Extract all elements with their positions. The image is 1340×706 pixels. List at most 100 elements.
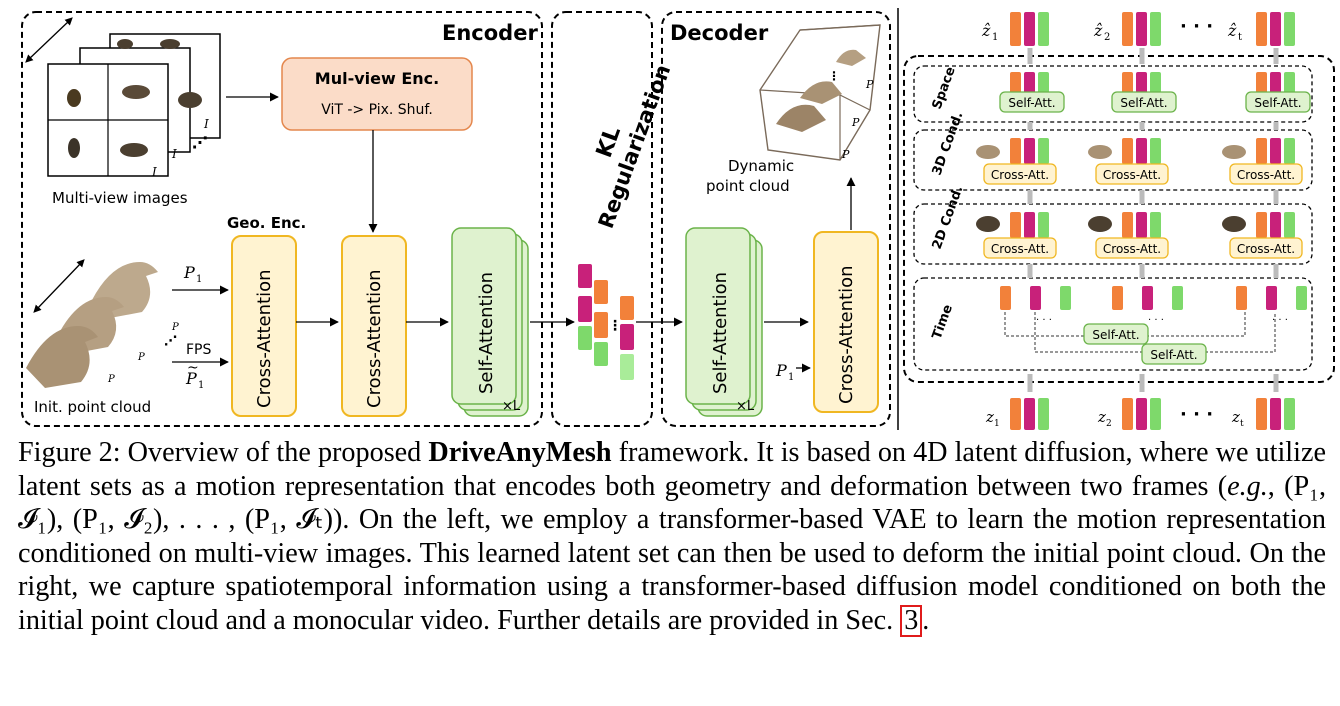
z-2-token <box>1136 398 1147 430</box>
self-att-box <box>1245 91 1311 113</box>
time-token <box>1000 286 1011 310</box>
self-att-label: Self-Att. <box>1120 96 1167 110</box>
z-dots: · · · <box>1180 404 1213 425</box>
dynamic-pc-label-2: point cloud <box>706 177 790 195</box>
enc-self-attention-stack: Self-Attention ×L <box>451 227 529 417</box>
z-2-token <box>1122 398 1133 430</box>
p1-label: P <box>183 263 195 282</box>
time-token <box>1030 286 1041 310</box>
svg-text:⋰: ⋰ <box>164 334 177 349</box>
space-token <box>1284 72 1295 94</box>
space-token <box>1150 72 1161 94</box>
svg-text:~: ~ <box>187 360 199 376</box>
self-att-box <box>1111 91 1177 113</box>
cross-att-box <box>983 237 1057 259</box>
figure-label: Figure 2: <box>18 437 121 468</box>
pc-thumbnail <box>1088 145 1112 159</box>
cond3d-token <box>1284 138 1295 164</box>
svg-text:⋮: ⋮ <box>608 318 622 334</box>
multiview-label: Multi-view images <box>52 189 188 207</box>
zhat-t-token <box>1270 12 1281 46</box>
zhat-t-token <box>1256 12 1267 46</box>
row-label-3: Time <box>930 303 956 342</box>
zhat-sub: 1 <box>992 32 998 43</box>
space-token <box>1270 72 1281 94</box>
svg-text:Self-Attention: Self-Attention <box>476 272 497 394</box>
section-reference-link[interactable]: 3 <box>900 604 923 637</box>
decoder-title: Decoder <box>670 21 769 45</box>
z-1-token <box>1038 398 1049 430</box>
dec-self-attention-stack: Self-Attention ×L <box>685 227 763 417</box>
figure: Encoder Decoder KL Regularization I I I … <box>21 8 1335 430</box>
kl-title: KL Regularization <box>592 61 675 231</box>
cross-att-box <box>1229 237 1303 259</box>
cond3d-token <box>1136 138 1147 164</box>
time-token <box>1296 286 1307 310</box>
svg-text:⋮: ⋮ <box>828 69 840 83</box>
cross-att-label: Cross-Att. <box>1237 168 1295 182</box>
svg-text:⋰: ⋰ <box>192 133 208 152</box>
cond3d-token <box>1270 138 1281 164</box>
zhat-1-token <box>1038 12 1049 46</box>
cond2d-token <box>1284 212 1295 238</box>
cross-att-label: Cross-Att. <box>991 168 1049 182</box>
cross-att-label: Cross-Att. <box>1237 242 1295 256</box>
svg-text:P: P <box>185 369 197 388</box>
enc-cross-attention-label: Cross-Attention <box>364 269 385 408</box>
space-token <box>1122 72 1133 94</box>
svg-text:I: I <box>171 147 177 161</box>
row-label-2: 2D Cond. <box>930 184 967 251</box>
z-2-token <box>1150 398 1161 430</box>
mv-enc-sub: ViT -> Pix. Shuf. <box>321 102 433 118</box>
cond3d-token <box>1150 138 1161 164</box>
cond3d-token <box>1122 138 1133 164</box>
cross-att-box <box>1095 237 1169 259</box>
z-t-token <box>1284 398 1295 430</box>
space-token <box>1024 72 1035 94</box>
pc-thumbnail <box>976 145 1000 159</box>
dec-cross-attention-label: Cross-Attention <box>836 265 857 404</box>
init-point-cloud: P P P ⋰ <box>26 259 179 388</box>
svg-text:I: I <box>203 117 209 131</box>
cross-att-label: Cross-Att. <box>1103 168 1161 182</box>
cond3d-token <box>1024 138 1035 164</box>
space-token <box>1038 72 1049 94</box>
zhat-label: ẑ <box>1093 21 1103 40</box>
self-att-label: Self-Att. <box>1008 96 1055 110</box>
caption-text-1: framework. It is based on 4D latent diff… <box>18 437 1326 502</box>
zhat-label: ẑ <box>1227 21 1237 40</box>
z-t-token <box>1256 398 1267 430</box>
image-thumbnail <box>1088 216 1112 232</box>
svg-text:×L: ×L <box>502 399 521 414</box>
svg-text:1: 1 <box>788 372 794 383</box>
decoder-group-box <box>661 11 891 427</box>
zhat-2-token <box>1150 12 1161 46</box>
dec-cross-attention-box <box>813 231 879 413</box>
svg-text:P: P <box>775 361 787 380</box>
time-self-att-label-2: Self-Att. <box>1150 348 1197 362</box>
svg-text:P: P <box>171 322 179 333</box>
time-token <box>1172 286 1183 310</box>
svg-text:1: 1 <box>196 274 202 285</box>
time-token <box>1112 286 1123 310</box>
z-sub: 2 <box>1106 419 1112 429</box>
self-att-box <box>999 91 1065 113</box>
fps-label: FPS <box>186 342 211 358</box>
cross-att-box <box>983 163 1057 185</box>
zhat-2-token <box>1122 12 1133 46</box>
time-self-att-box-1 <box>1083 323 1149 345</box>
svg-text:P: P <box>851 116 860 129</box>
time-token <box>1266 286 1277 310</box>
caption-eg: e.g. <box>1227 470 1268 502</box>
geo-enc-label: Geo. Enc. <box>227 214 306 232</box>
z-label: z <box>985 408 994 426</box>
time-token <box>1236 286 1247 310</box>
cross-att-label: Cross-Att. <box>1103 242 1161 256</box>
cond2d-token <box>1024 212 1035 238</box>
time-token <box>1060 286 1071 310</box>
svg-text:P: P <box>841 148 850 161</box>
zhat-label: ẑ <box>981 21 991 40</box>
time-self-att-label-1: Self-Att. <box>1092 328 1139 342</box>
geo-cross-attention-label: Cross-Attention <box>254 269 275 408</box>
zhat-dots: · · · <box>1180 16 1213 37</box>
